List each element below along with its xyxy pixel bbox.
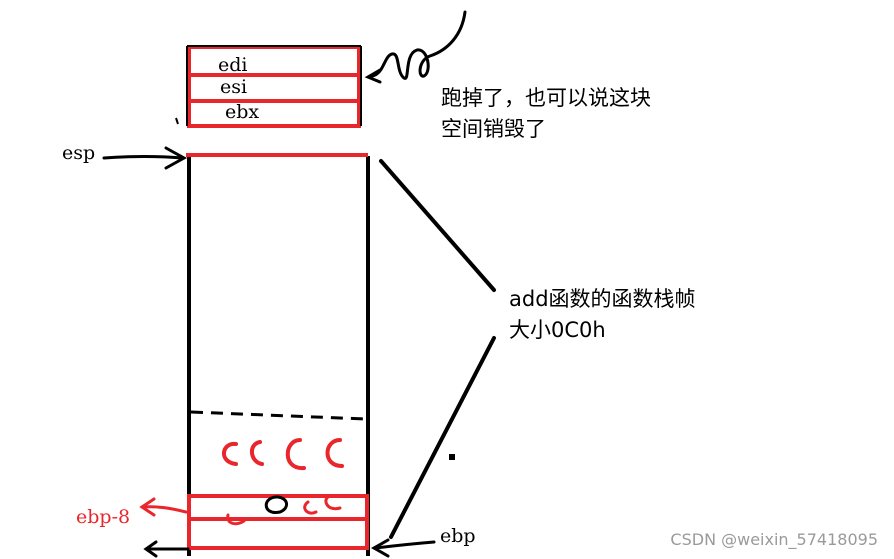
frame-size-bracket-bottom (389, 336, 496, 539)
destroyed-note-line-1: 跑掉了，也可以说这块 (441, 86, 651, 110)
ebx-slot (187, 99, 361, 128)
popped-registers-stack (187, 45, 361, 128)
esp-arrow (102, 155, 184, 160)
ebp-slot (187, 517, 369, 550)
ebp-minus-8-arrow-head (139, 497, 156, 517)
ebp-minus-8-label: ebp-8 (76, 506, 131, 528)
frame-size-note-line-2: 大小0C0h (509, 318, 606, 342)
frame-size-bracket-top (379, 159, 496, 292)
popped-registers-stub (175, 117, 179, 125)
ebp-arrow (374, 540, 436, 550)
ebx-label: ebx (225, 101, 260, 123)
slot-scribble-black (264, 495, 288, 514)
popped-arrow-head (364, 68, 382, 84)
ebp-label: ebp (440, 525, 476, 547)
esp-arrow-head (164, 146, 188, 170)
popped-arrow-squiggle (370, 10, 467, 80)
watermark: CSDN @weixin_57418095 (670, 530, 878, 549)
stray-dot (449, 454, 455, 460)
local-var-scribbles (222, 438, 344, 471)
popped-registers-outline (186, 45, 362, 126)
bottom-left-arrow (143, 540, 190, 558)
destroyed-note-line-2: 空间销毁了 (441, 117, 546, 141)
esp-label: esp (62, 142, 96, 164)
frame-dashed-separator (190, 410, 366, 421)
bottom-slots (187, 494, 369, 550)
edi-label: edi (218, 54, 248, 76)
slot-scribble-red (226, 494, 342, 526)
frame-size-note-line-1: add函数的函数栈帧 (509, 287, 696, 311)
esi-label: esi (220, 76, 248, 98)
destroyed-note: 跑掉了，也可以说这块 空间销毁了 (441, 83, 651, 145)
esi-slot (187, 73, 361, 103)
edi-slot (187, 45, 361, 77)
ebp-arrow-head (370, 538, 390, 558)
ebp-minus-8-arrow (140, 505, 188, 514)
frame-size-note: add函数的函数栈帧 大小0C0h (509, 284, 696, 346)
